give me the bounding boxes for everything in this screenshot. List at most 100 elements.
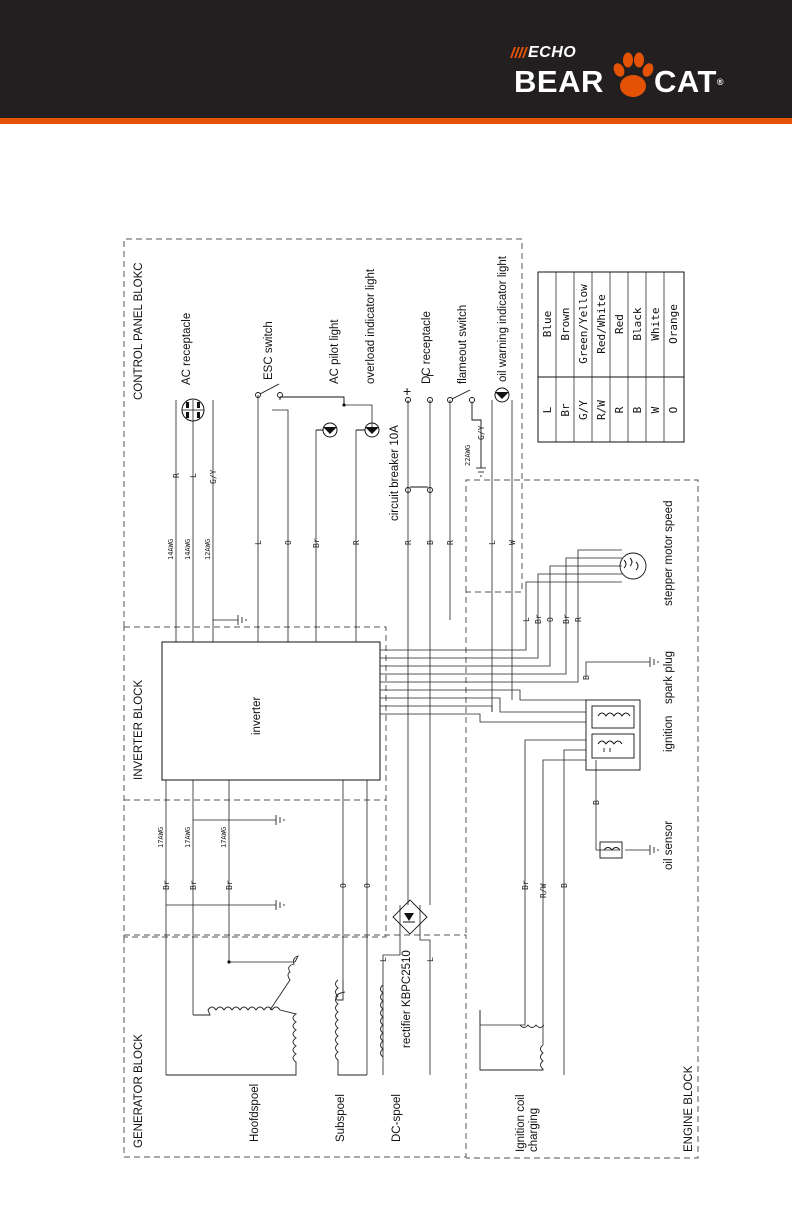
wire-label: R/W [539,883,548,898]
legend-code: W [649,406,662,413]
legend-code: B [631,406,644,413]
ground-symbol [649,845,659,855]
ignition-label: ignition [663,716,675,752]
wire-label: B [582,675,591,680]
awg-label: 22AWG [464,445,472,466]
awg-label: 14AWG [167,539,175,560]
esc-switch-icon [255,383,345,405]
ground-symbol [275,900,285,910]
wire-label: L [488,540,497,545]
awg-label: 17AWG [184,827,192,848]
dc-receptacle-label: DC receptacle [421,311,433,384]
awg-label: 12AWG [204,539,212,560]
header-accent-stripe [0,118,792,124]
wire-label: L [379,957,388,962]
legend-color-name: White [649,307,662,340]
cat-wordmark: CAT® [654,64,725,99]
dc-spoel-label: DC-spoel [391,1094,403,1142]
ac-pilot-light-label: AC pilot light [329,319,341,384]
control-panel-block-title: CONTROL PANEL BLOKC [133,262,145,400]
ignition-coil [479,1010,544,1071]
legend-code: O [667,407,680,414]
legend-color-name: Red [613,314,626,334]
awg-label: 14AWG [184,539,192,560]
rectifier-icon [392,899,428,935]
paw-icon [613,52,654,97]
wire-label: R [352,540,361,545]
wire-label: B [426,540,435,545]
engine-block-boundary [465,479,699,1159]
awg-label: 17AWG [220,827,228,848]
wiring-diagram: GENERATOR BLOCK INVERTER BLOCK CONTROL P… [123,238,699,1159]
overload-light-label: overload indicator light [365,268,377,384]
wire-label: L [426,957,435,962]
charging-label: charging [528,1108,540,1152]
circuit-breaker-icon [405,486,433,493]
wire-label: B [592,800,601,805]
wire-label: Br [189,880,198,890]
inverter-box [161,641,381,781]
oil-warning-light-icon [494,387,510,403]
subspoel-coil-body [335,979,367,1076]
ground-symbol [649,657,659,667]
wire-label: R [404,540,413,545]
hoofdspoel-coil-2 [269,955,299,1011]
wire-label: L [254,540,263,545]
wire-label: W [508,540,517,545]
flameout-switch-label: flameout switch [457,305,469,384]
dc-receptacle-icon [405,397,433,403]
wire-label: R [574,617,583,622]
circuit-breaker-label: circuit breaker 10A [389,425,401,521]
charging-coil [519,1024,545,1028]
spark-plug-label: spark plug [663,651,675,704]
wire-label: R [446,540,455,545]
bear-wordmark: BEAR [514,64,604,99]
awg-label: 17AWG [157,827,165,848]
ac-receptacle-label: AC receptacle [181,313,193,385]
ignition-module-icon [585,699,641,771]
generator-block-title: GENERATOR BLOCK [133,1034,145,1148]
wire-label: L [522,617,531,622]
overload-light-icon [356,422,380,438]
ac-receptacle-icon [181,398,205,422]
wire-label: O [546,617,555,622]
inverter-label: inverter [251,696,263,735]
wire-label: B [560,883,569,888]
ground-symbol [237,615,247,625]
wire-label: Br [312,538,321,548]
hoofdspoel-coil [166,1006,298,1076]
inverter-block-title: INVERTER BLOCK [133,680,145,780]
legend-code: L [541,406,554,413]
legend-code: R/W [595,400,608,420]
legend-code: Br [559,403,572,417]
oil-sensor-icon [599,841,623,859]
legend-color-name: Black [631,307,644,340]
wire-label: O [339,883,348,888]
echo-wordmark: ECHO [528,44,577,61]
inverter-block-boundary [123,626,387,938]
control-panel-block-boundary [123,238,523,935]
legend-code: R [613,406,626,413]
rectifier-label: rectifier KBPC2510 [401,950,413,1048]
wire-label: G/Y [209,469,218,484]
wire-label: L [189,473,198,478]
legend-color-name: Green/Yellow [577,284,590,364]
wire-label: Br [225,880,234,890]
subspoel-label: Subspoel [335,1094,347,1142]
color-legend-table: LBlueBrBrownG/YGreen/YellowR/WRed/WhiteR… [537,271,685,443]
ground-symbol [476,467,486,477]
ground-symbol [275,815,285,825]
echo-bearcat-logo: ECHO BEAR CAT® [509,44,725,106]
hoofdspoel-label: Hoofdspoel [249,1084,261,1142]
generator-block-boundary [123,934,467,1158]
wire-label: Br [562,614,571,624]
legend-color-name: Orange [667,304,680,344]
engine-block-title: ENGINE BLOCK [683,1065,695,1152]
legend-code: G/Y [577,400,590,420]
page-header: ECHO BEAR CAT® [0,0,792,118]
wire-label: G/Y [477,425,486,440]
legend-color-name: Red/White [595,294,608,354]
wire-label: R [172,473,181,478]
ignition-coil-label: Ignition coil [515,1094,527,1152]
legend-color-name: Blue [541,311,554,338]
